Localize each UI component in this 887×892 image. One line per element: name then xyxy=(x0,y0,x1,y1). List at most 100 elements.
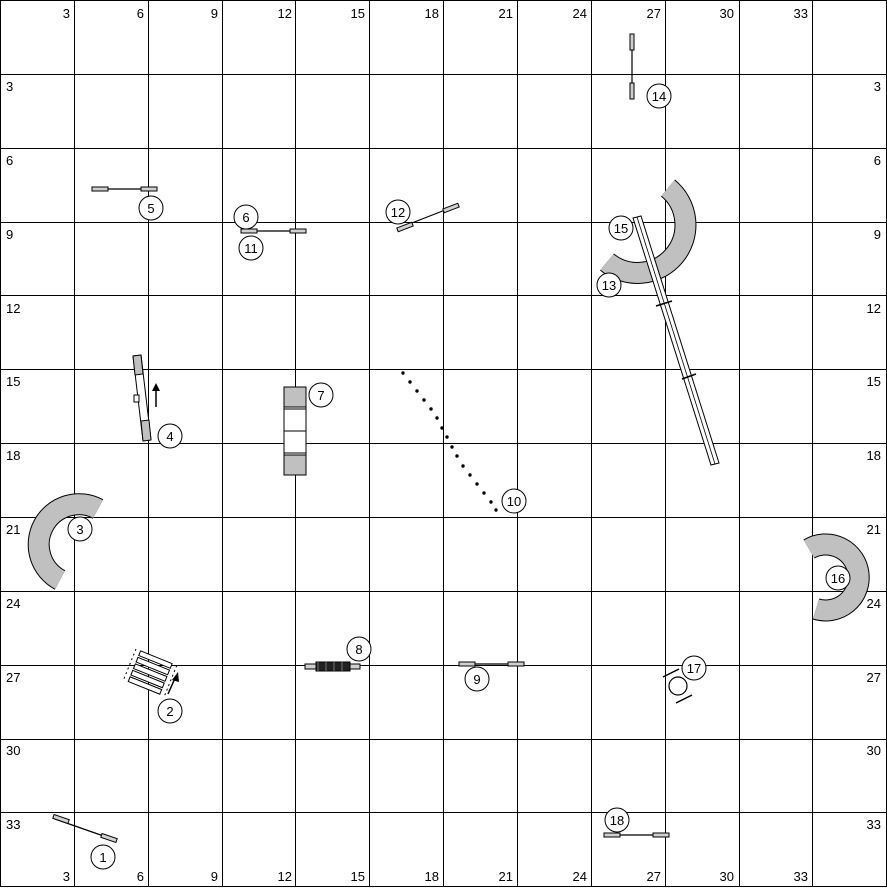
top-label: 6 xyxy=(137,6,144,21)
marker-5: 5 xyxy=(138,195,164,221)
obstacle-13-tunnel[interactable] xyxy=(600,179,697,284)
right-label: 12 xyxy=(867,301,881,316)
marker-label: 1 xyxy=(99,850,106,865)
top-label: 15 xyxy=(351,6,365,21)
marker-14: 14 xyxy=(646,83,672,109)
top-label: 30 xyxy=(720,6,734,21)
right-label: 27 xyxy=(867,670,881,685)
bottom-label: 33 xyxy=(794,869,808,884)
right-label: 3 xyxy=(874,79,881,94)
left-label: 9 xyxy=(6,227,13,242)
arrow-2 xyxy=(167,672,179,695)
left-label: 33 xyxy=(6,817,20,832)
obstacle-3-tunnel[interactable] xyxy=(27,493,104,590)
marker-1: 1 xyxy=(90,844,116,870)
top-axis-labels: 3 6 9 12 15 18 21 24 27 30 33 xyxy=(63,6,808,21)
left-label: 30 xyxy=(6,743,20,758)
top-label: 21 xyxy=(499,6,513,21)
marker-label: 17 xyxy=(687,661,701,676)
marker-12: 12 xyxy=(385,199,411,225)
top-label: 18 xyxy=(425,6,439,21)
obstacle-9-jump[interactable] xyxy=(458,661,525,667)
top-label: 3 xyxy=(63,6,70,21)
obstacle-10-weave-poles[interactable] xyxy=(401,371,498,512)
marker-label: 5 xyxy=(147,201,154,216)
bottom-label: 15 xyxy=(351,869,365,884)
right-label: 21 xyxy=(867,522,881,537)
bottom-label: 27 xyxy=(647,869,661,884)
left-label: 6 xyxy=(6,153,13,168)
marker-17: 17 xyxy=(681,655,707,681)
bottom-label: 9 xyxy=(211,869,218,884)
marker-label: 3 xyxy=(76,522,83,537)
marker-label: 6 xyxy=(242,210,249,225)
left-label: 12 xyxy=(6,301,20,316)
bottom-label: 24 xyxy=(573,869,587,884)
left-label: 27 xyxy=(6,670,20,685)
marker-label: 4 xyxy=(166,429,173,444)
left-label: 24 xyxy=(6,596,20,611)
marker-9: 9 xyxy=(464,666,490,692)
obstacle-number-markers: 1 2 3 4 5 6 7 8 9 10 11 12 13 14 15 16 1… xyxy=(67,83,851,870)
right-label: 18 xyxy=(867,448,881,463)
bottom-axis-labels: 3 6 9 12 15 18 21 24 27 30 33 xyxy=(63,869,808,884)
marker-4: 4 xyxy=(157,423,183,449)
right-label: 9 xyxy=(874,227,881,242)
marker-15: 15 xyxy=(608,215,634,241)
right-label: 30 xyxy=(867,743,881,758)
right-label: 33 xyxy=(867,817,881,832)
bottom-label: 30 xyxy=(720,869,734,884)
top-label: 9 xyxy=(211,6,218,21)
marker-label: 7 xyxy=(317,388,324,403)
top-label: 12 xyxy=(278,6,292,21)
obstacle-2-spread[interactable] xyxy=(123,648,178,697)
obstacle-4-seesaw[interactable] xyxy=(132,354,152,442)
marker-3: 3 xyxy=(67,516,93,542)
marker-7: 7 xyxy=(308,382,334,408)
right-label: 15 xyxy=(867,374,881,389)
marker-label: 8 xyxy=(355,642,362,657)
marker-label: 11 xyxy=(244,241,258,256)
obstacle-17-tire[interactable] xyxy=(662,668,693,704)
obstacle-16-tunnel[interactable] xyxy=(803,533,870,622)
marker-label: 15 xyxy=(614,221,628,236)
obstacle-6-jump[interactable] xyxy=(240,228,307,234)
obstacle-14-jump[interactable] xyxy=(629,33,635,100)
bottom-label: 18 xyxy=(425,869,439,884)
obstacle-7-table[interactable] xyxy=(283,386,307,476)
left-axis-labels: 3 6 9 12 15 18 21 24 27 30 33 xyxy=(6,79,20,832)
obstacle-1-jump[interactable] xyxy=(52,813,118,844)
marker-label: 12 xyxy=(391,205,405,220)
obstacle-15-dog-walk[interactable] xyxy=(632,215,720,466)
left-label: 21 xyxy=(6,522,20,537)
marker-11: 11 xyxy=(238,235,264,261)
left-label: 3 xyxy=(6,79,13,94)
obstacle-5-jump[interactable] xyxy=(91,186,158,192)
obstacle-12-jump[interactable] xyxy=(396,202,460,233)
right-label: 6 xyxy=(874,153,881,168)
marker-label: 10 xyxy=(507,494,521,509)
top-label: 24 xyxy=(573,6,587,21)
top-label: 27 xyxy=(647,6,661,21)
left-label: 15 xyxy=(6,374,20,389)
right-axis-labels: 3 6 9 12 15 18 21 24 27 30 33 xyxy=(867,79,881,832)
obstacle-8-wall[interactable] xyxy=(304,661,361,672)
marker-18: 18 xyxy=(604,807,630,833)
marker-16: 16 xyxy=(825,565,851,591)
bottom-label: 6 xyxy=(137,869,144,884)
marker-label: 16 xyxy=(831,571,845,586)
marker-label: 13 xyxy=(602,278,616,293)
marker-2: 2 xyxy=(157,698,183,724)
right-label: 24 xyxy=(867,596,881,611)
marker-6: 6 xyxy=(233,204,259,230)
obstacle-18-jump[interactable] xyxy=(603,832,670,838)
bottom-label: 12 xyxy=(278,869,292,884)
marker-label: 18 xyxy=(610,813,624,828)
top-label: 33 xyxy=(794,6,808,21)
marker-13: 13 xyxy=(596,272,622,298)
bottom-label: 21 xyxy=(499,869,513,884)
